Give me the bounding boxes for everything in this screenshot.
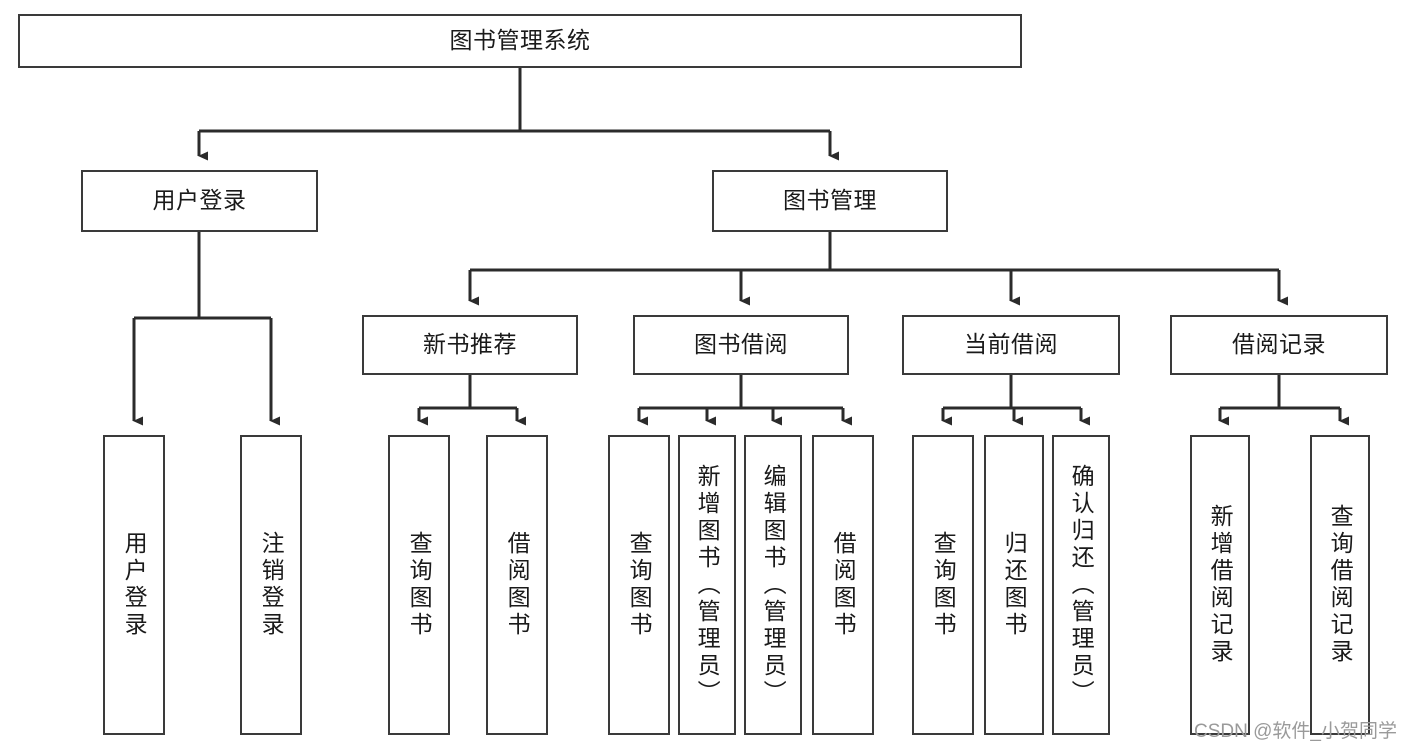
- leaf-logout-label: 注销登录: [258, 531, 285, 639]
- leaf-add-book-admin[interactable]: 新增图书（管理员）: [678, 435, 736, 735]
- node-book-borrow[interactable]: 图书借阅: [633, 315, 849, 375]
- leaf-borrow-book-newbook[interactable]: 借阅图书: [486, 435, 548, 735]
- leaf-query-book-borrow[interactable]: 查询图书: [608, 435, 670, 735]
- node-current-borrow[interactable]: 当前借阅: [902, 315, 1120, 375]
- leaf-user-login-label: 用户登录: [121, 531, 148, 639]
- node-root-label: 图书管理系统: [449, 27, 591, 54]
- leaf-borrow-book-borrow-label: 借阅图书: [830, 531, 857, 639]
- node-book-borrow-label: 图书借阅: [694, 331, 788, 358]
- leaf-query-borrow-record[interactable]: 查询借阅记录: [1310, 435, 1370, 735]
- leaf-edit-book-admin[interactable]: 编辑图书（管理员）: [744, 435, 802, 735]
- leaf-return-book-label: 归还图书: [1001, 531, 1028, 639]
- node-new-book-recommend[interactable]: 新书推荐: [362, 315, 578, 375]
- leaf-borrow-book-borrow[interactable]: 借阅图书: [812, 435, 874, 735]
- leaf-borrow-book-newbook-label: 借阅图书: [504, 531, 531, 639]
- node-borrow-record[interactable]: 借阅记录: [1170, 315, 1388, 375]
- leaf-query-book-borrow-label: 查询图书: [626, 531, 653, 639]
- leaf-query-book-newbook-label: 查询图书: [406, 531, 433, 639]
- leaf-add-book-admin-label: 新增图书（管理员）: [694, 463, 721, 707]
- node-current-borrow-label: 当前借阅: [964, 331, 1058, 358]
- node-new-book-recommend-label: 新书推荐: [423, 331, 517, 358]
- leaf-logout[interactable]: 注销登录: [240, 435, 302, 735]
- node-book-management[interactable]: 图书管理: [712, 170, 948, 232]
- leaf-confirm-return-admin-label: 确认归还（管理员）: [1068, 463, 1095, 707]
- node-book-management-label: 图书管理: [783, 187, 877, 214]
- leaf-return-book[interactable]: 归还图书: [984, 435, 1044, 735]
- node-user-login-label: 用户登录: [152, 187, 247, 214]
- node-root[interactable]: 图书管理系统: [18, 14, 1022, 68]
- leaf-add-borrow-record-label: 新增借阅记录: [1207, 504, 1234, 666]
- leaf-query-book-current[interactable]: 查询图书: [912, 435, 974, 735]
- leaf-add-borrow-record[interactable]: 新增借阅记录: [1190, 435, 1250, 735]
- leaf-query-book-newbook[interactable]: 查询图书: [388, 435, 450, 735]
- node-user-login[interactable]: 用户登录: [81, 170, 318, 232]
- leaf-edit-book-admin-label: 编辑图书（管理员）: [760, 463, 787, 707]
- leaf-query-borrow-record-label: 查询借阅记录: [1327, 504, 1354, 666]
- leaf-query-book-current-label: 查询图书: [930, 531, 957, 639]
- node-borrow-record-label: 借阅记录: [1232, 331, 1326, 358]
- leaf-user-login[interactable]: 用户登录: [103, 435, 165, 735]
- leaf-confirm-return-admin[interactable]: 确认归还（管理员）: [1052, 435, 1110, 735]
